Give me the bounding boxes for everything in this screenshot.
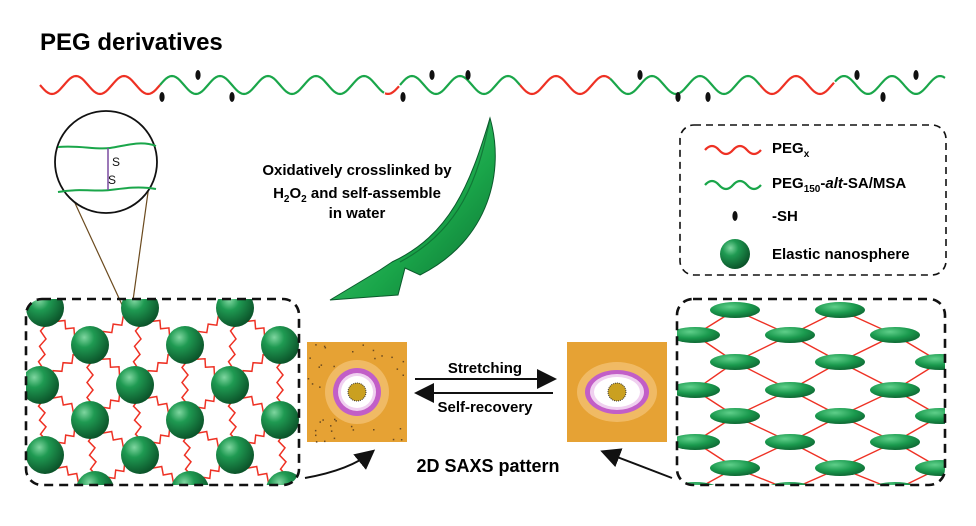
thiol-dot (854, 70, 860, 80)
nanosphere (121, 436, 159, 474)
nanosphere (116, 366, 154, 404)
nanosphere (261, 326, 299, 364)
stretched-network (675, 297, 947, 487)
legend-nanosphere-icon (720, 239, 750, 269)
thiol-dot (229, 92, 235, 102)
disulfide-inset: S S (54, 110, 158, 323)
nanosphere (171, 471, 209, 485)
nanosphere (71, 326, 109, 364)
stretched-nanosphere (815, 460, 865, 476)
stretched-nanosphere (710, 302, 760, 318)
nanospheres (26, 299, 299, 485)
thiol-groups (159, 70, 919, 102)
stretched-nanosphere (710, 408, 760, 424)
peg150-segment (399, 74, 521, 96)
peg150-segment (609, 74, 761, 96)
saxs-pointer-arrows: 2D SAXS pattern (304, 448, 673, 479)
stretched-nanosphere (677, 327, 720, 343)
thiol-dot (637, 70, 643, 80)
legend-peg-x-label: PEGx (772, 140, 810, 160)
nanosphere (166, 326, 204, 364)
reaction-line-1: Oxidatively crosslinked by (262, 162, 452, 179)
stretched-nanosphere (677, 434, 720, 450)
legend-peg-x-line (704, 144, 762, 156)
reaction-arrow (329, 116, 496, 301)
stretched-nanosphere (677, 382, 720, 398)
thiol-dot (913, 70, 919, 80)
nanosphere (26, 436, 64, 474)
legend-nanosphere-label: Elastic nanosphere (772, 246, 910, 263)
thiol-dot (675, 92, 681, 102)
stretched-nanosphere (815, 408, 865, 424)
thiol-dot (159, 92, 165, 102)
nanosphere (26, 299, 64, 327)
peg150-segment (834, 75, 946, 95)
stretched-nanosphere (710, 354, 760, 370)
stretching-label: Stretching (448, 360, 522, 377)
stretched-nanosphere (710, 460, 760, 476)
saxs-relaxed (307, 342, 407, 443)
thiol-dot (429, 70, 435, 80)
nanosphere (26, 366, 59, 404)
nanosphere (76, 471, 114, 485)
legend-peg150-line (704, 179, 762, 191)
peg-x-segment (519, 74, 611, 96)
reaction-description: Oxidatively crosslinked by H2O2 and self… (262, 162, 452, 222)
stretched-nanosphere (870, 382, 920, 398)
nanosphere (216, 436, 254, 474)
reaction-line-3: in water (329, 205, 386, 222)
thiol-dot (880, 92, 886, 102)
peg-x-segment (39, 74, 161, 96)
nanosphere (121, 299, 159, 327)
stretched-nanosphere (815, 354, 865, 370)
process-arrows: Stretching Self-recovery (414, 360, 557, 416)
relaxed-network (24, 297, 301, 487)
nanosphere (261, 401, 299, 439)
figure-title: PEG derivatives (40, 29, 223, 56)
stretched-nanosphere (765, 434, 815, 450)
peg-x-segment (759, 74, 835, 96)
stretched-nanosphere (915, 408, 945, 424)
nanosphere (166, 401, 204, 439)
thiol-dot (705, 92, 711, 102)
sulfur-top: S (112, 155, 120, 169)
stretched-nanosphere (677, 482, 720, 485)
peg-chain (39, 70, 946, 102)
saxs-stretched (567, 342, 667, 442)
stretched-nanosphere (870, 434, 920, 450)
legend: PEGx PEG150-alt-SA/MSA -SH Elastic nanos… (679, 124, 947, 276)
recovery-label: Self-recovery (437, 399, 533, 416)
saxs-label: 2D SAXS pattern (416, 456, 559, 476)
nanosphere (211, 366, 249, 404)
legend-peg150-label: PEG150-alt-SA/MSA (772, 175, 906, 195)
stretched-nanosphere (915, 460, 945, 476)
nanosphere (71, 401, 109, 439)
sulfur-bottom: S (108, 173, 116, 187)
reaction-line-2: H2O2 and self-assemble (273, 185, 441, 205)
thiol-dot (195, 70, 201, 80)
stretched-nanosphere (815, 302, 865, 318)
stretched-nanosphere (765, 382, 815, 398)
stretched-nanosphere (915, 354, 945, 370)
stretched-nanosphere (765, 327, 815, 343)
thiol-dot (465, 70, 471, 80)
peg-x-segment (384, 85, 400, 95)
stretched-nanosphere (870, 327, 920, 343)
thiol-dot (400, 92, 406, 102)
stretched-nanospheres (677, 302, 945, 485)
legend-sh-icon (732, 211, 738, 221)
nanosphere (216, 299, 254, 327)
peg150-segment (159, 74, 385, 96)
legend-sh-label: -SH (772, 208, 798, 225)
